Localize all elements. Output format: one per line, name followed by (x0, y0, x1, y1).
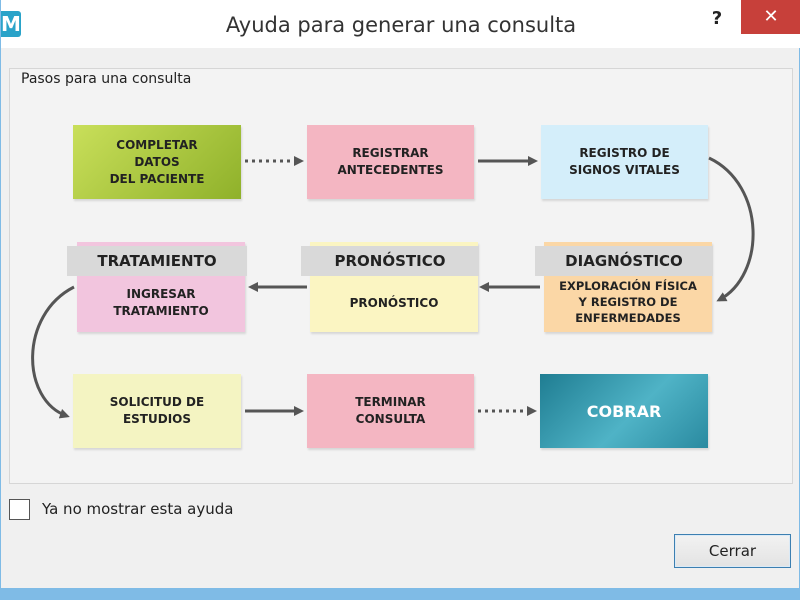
cerrar-button[interactable]: Cerrar (674, 534, 791, 568)
step-solicitud-estudios: SOLICITUD DE ESTUDIOS (73, 374, 241, 448)
step-registrar-antecedentes: REGISTRAR ANTECEDENTES (307, 125, 474, 199)
group-label: Pasos para una consulta (21, 71, 192, 87)
window-title: Ayuda para generar una consulta (225, 13, 577, 37)
close-icon[interactable]: ✕ (741, 0, 800, 34)
step-terminar-consulta: TERMINAR CONSULTA (307, 374, 474, 448)
step-cobrar: COBRAR (540, 374, 708, 448)
step-diagnostico: EXPLORACIÓN FÍSICA Y REGISTRO DE ENFERME… (544, 242, 712, 332)
step-signos-vitales: REGISTRO DE SIGNOS VITALES (541, 125, 708, 199)
tab-tratamiento: TRATAMIENTO (67, 246, 247, 276)
tab-diagnostico: DIAGNÓSTICO (535, 246, 713, 276)
step-completar-datos: COMPLETAR DATOS DEL PACIENTE (73, 125, 241, 199)
help-button[interactable]: ? (711, 8, 723, 29)
app-icon: M (1, 11, 21, 37)
tab-pronostico: PRONÓSTICO (301, 246, 479, 276)
no-mostrar-checkbox[interactable] (9, 499, 30, 520)
title-bar: M Ayuda para generar una consulta ? ✕ (1, 0, 800, 48)
window-bottom-border (1, 588, 800, 600)
no-mostrar-label[interactable]: Ya no mostrar esta ayuda (42, 500, 234, 518)
